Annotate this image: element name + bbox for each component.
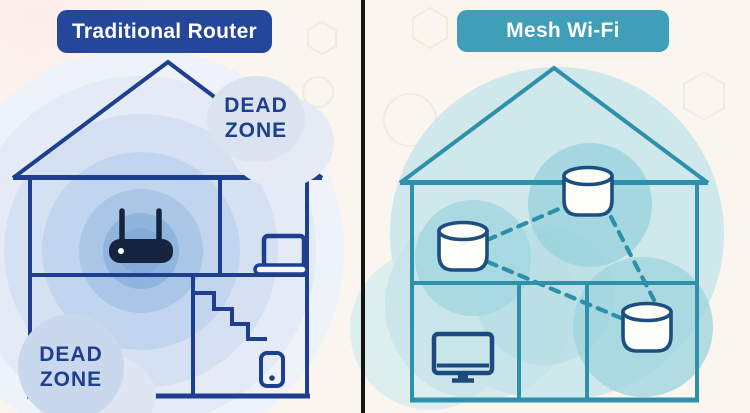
dead-zone-text-line2: ZONE <box>39 368 103 391</box>
dead-zone-text-line1: DEAD <box>224 94 288 117</box>
mesh-link-dashes <box>484 205 657 321</box>
dead-zone-label-bottom: DEAD ZONE <box>0 342 146 392</box>
mesh-node-icon-attic <box>562 165 614 217</box>
mesh-node-icon-lower-right <box>621 301 673 353</box>
background-pattern <box>302 6 725 147</box>
monitor-icon <box>431 331 495 383</box>
dead-zone-label-top: DEAD ZONE <box>181 93 331 143</box>
traditional-router-badge: Traditional Router <box>57 10 272 53</box>
mesh-node-icon-upper-left <box>437 220 489 272</box>
mesh-house <box>398 65 710 403</box>
stairs-icon <box>192 291 267 341</box>
wifi-coverage-circles <box>350 67 724 410</box>
dead-zone-text-line2: ZONE <box>224 119 288 142</box>
mesh-wifi-badge: Mesh Wi-Fi <box>457 10 669 52</box>
roof <box>398 65 710 185</box>
phone-icon <box>259 351 285 388</box>
dead-zone-text-line1: DEAD <box>39 343 103 366</box>
dead-zone-bubble-top <box>207 76 334 188</box>
dead-zone-bubble-bottom <box>18 314 156 413</box>
panel-divider <box>361 0 365 413</box>
laptop-icon <box>253 233 309 276</box>
router-icon <box>109 208 173 263</box>
